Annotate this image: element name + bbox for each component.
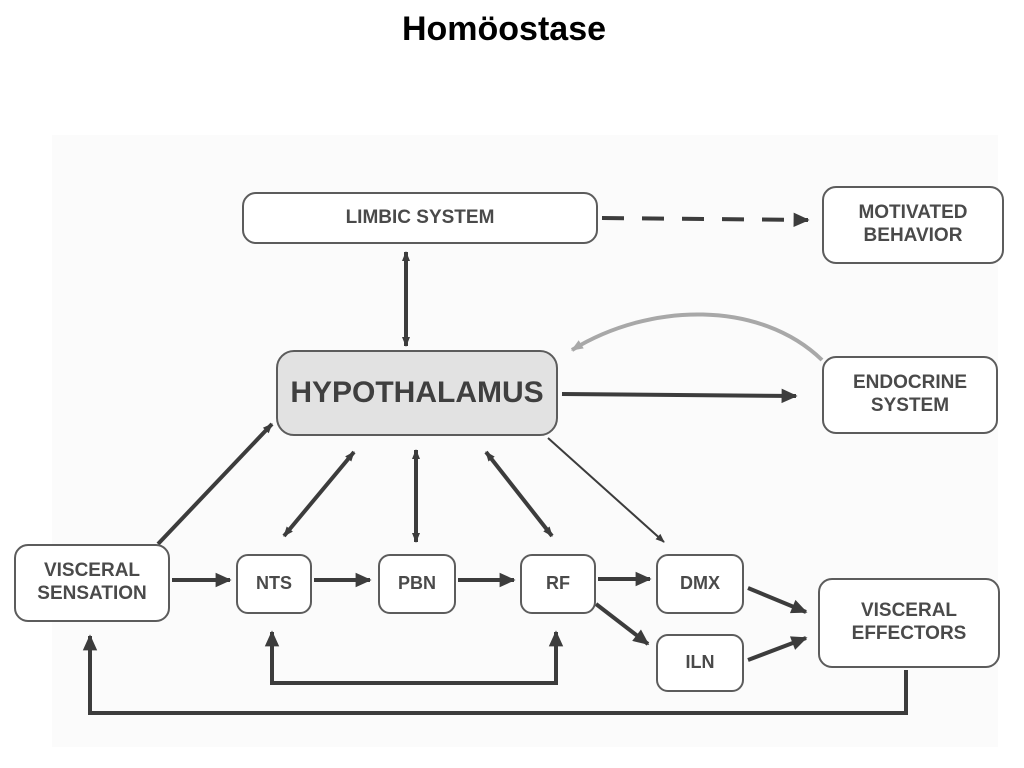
edge-nts-rf-bracket-left [264, 630, 448, 685]
edge-nts-rf-bracket-right [440, 630, 564, 685]
node-limbic-system: LIMBIC SYSTEM [242, 192, 598, 244]
edge-hypothalamus-to-dmx [547, 437, 665, 543]
edge-iln-to-visceral-effectors [747, 636, 808, 662]
node-hypothalamus: HYPOTHALAMUS [276, 350, 558, 436]
node-dmx: DMX [656, 554, 744, 614]
node-rf: RF [520, 554, 596, 614]
node-pbn: PBN [378, 554, 456, 614]
edge-rf-to-iln [594, 602, 650, 646]
node-endocrine-system: ENDOCRINE SYSTEM [822, 356, 998, 434]
node-iln: ILN [656, 634, 744, 692]
node-nts: NTS [236, 554, 312, 614]
edge-hypothalamus-rf [484, 450, 554, 538]
node-visceral-effectors: VISCERAL EFFECTORS [818, 578, 1000, 668]
edge-hypothalamus-to-endocrine [561, 388, 798, 404]
node-motivated-behavior: MOTIVATED BEHAVIOR [822, 186, 1004, 264]
node-visceral-sensation: VISCERAL SENSATION [14, 544, 170, 622]
edge-hypothalamus-nts [282, 450, 356, 538]
slide-title: Homöostase [401, 10, 607, 48]
edge-limbic-to-motivated [601, 212, 810, 228]
edge-effectors-feedback-to-sensation [82, 634, 908, 715]
edge-dmx-to-visceral-effectors [747, 586, 808, 614]
edge-visceral-sensation-to-hypothalamus [156, 422, 274, 546]
edge-endocrine-to-hypothalamus [570, 312, 824, 362]
